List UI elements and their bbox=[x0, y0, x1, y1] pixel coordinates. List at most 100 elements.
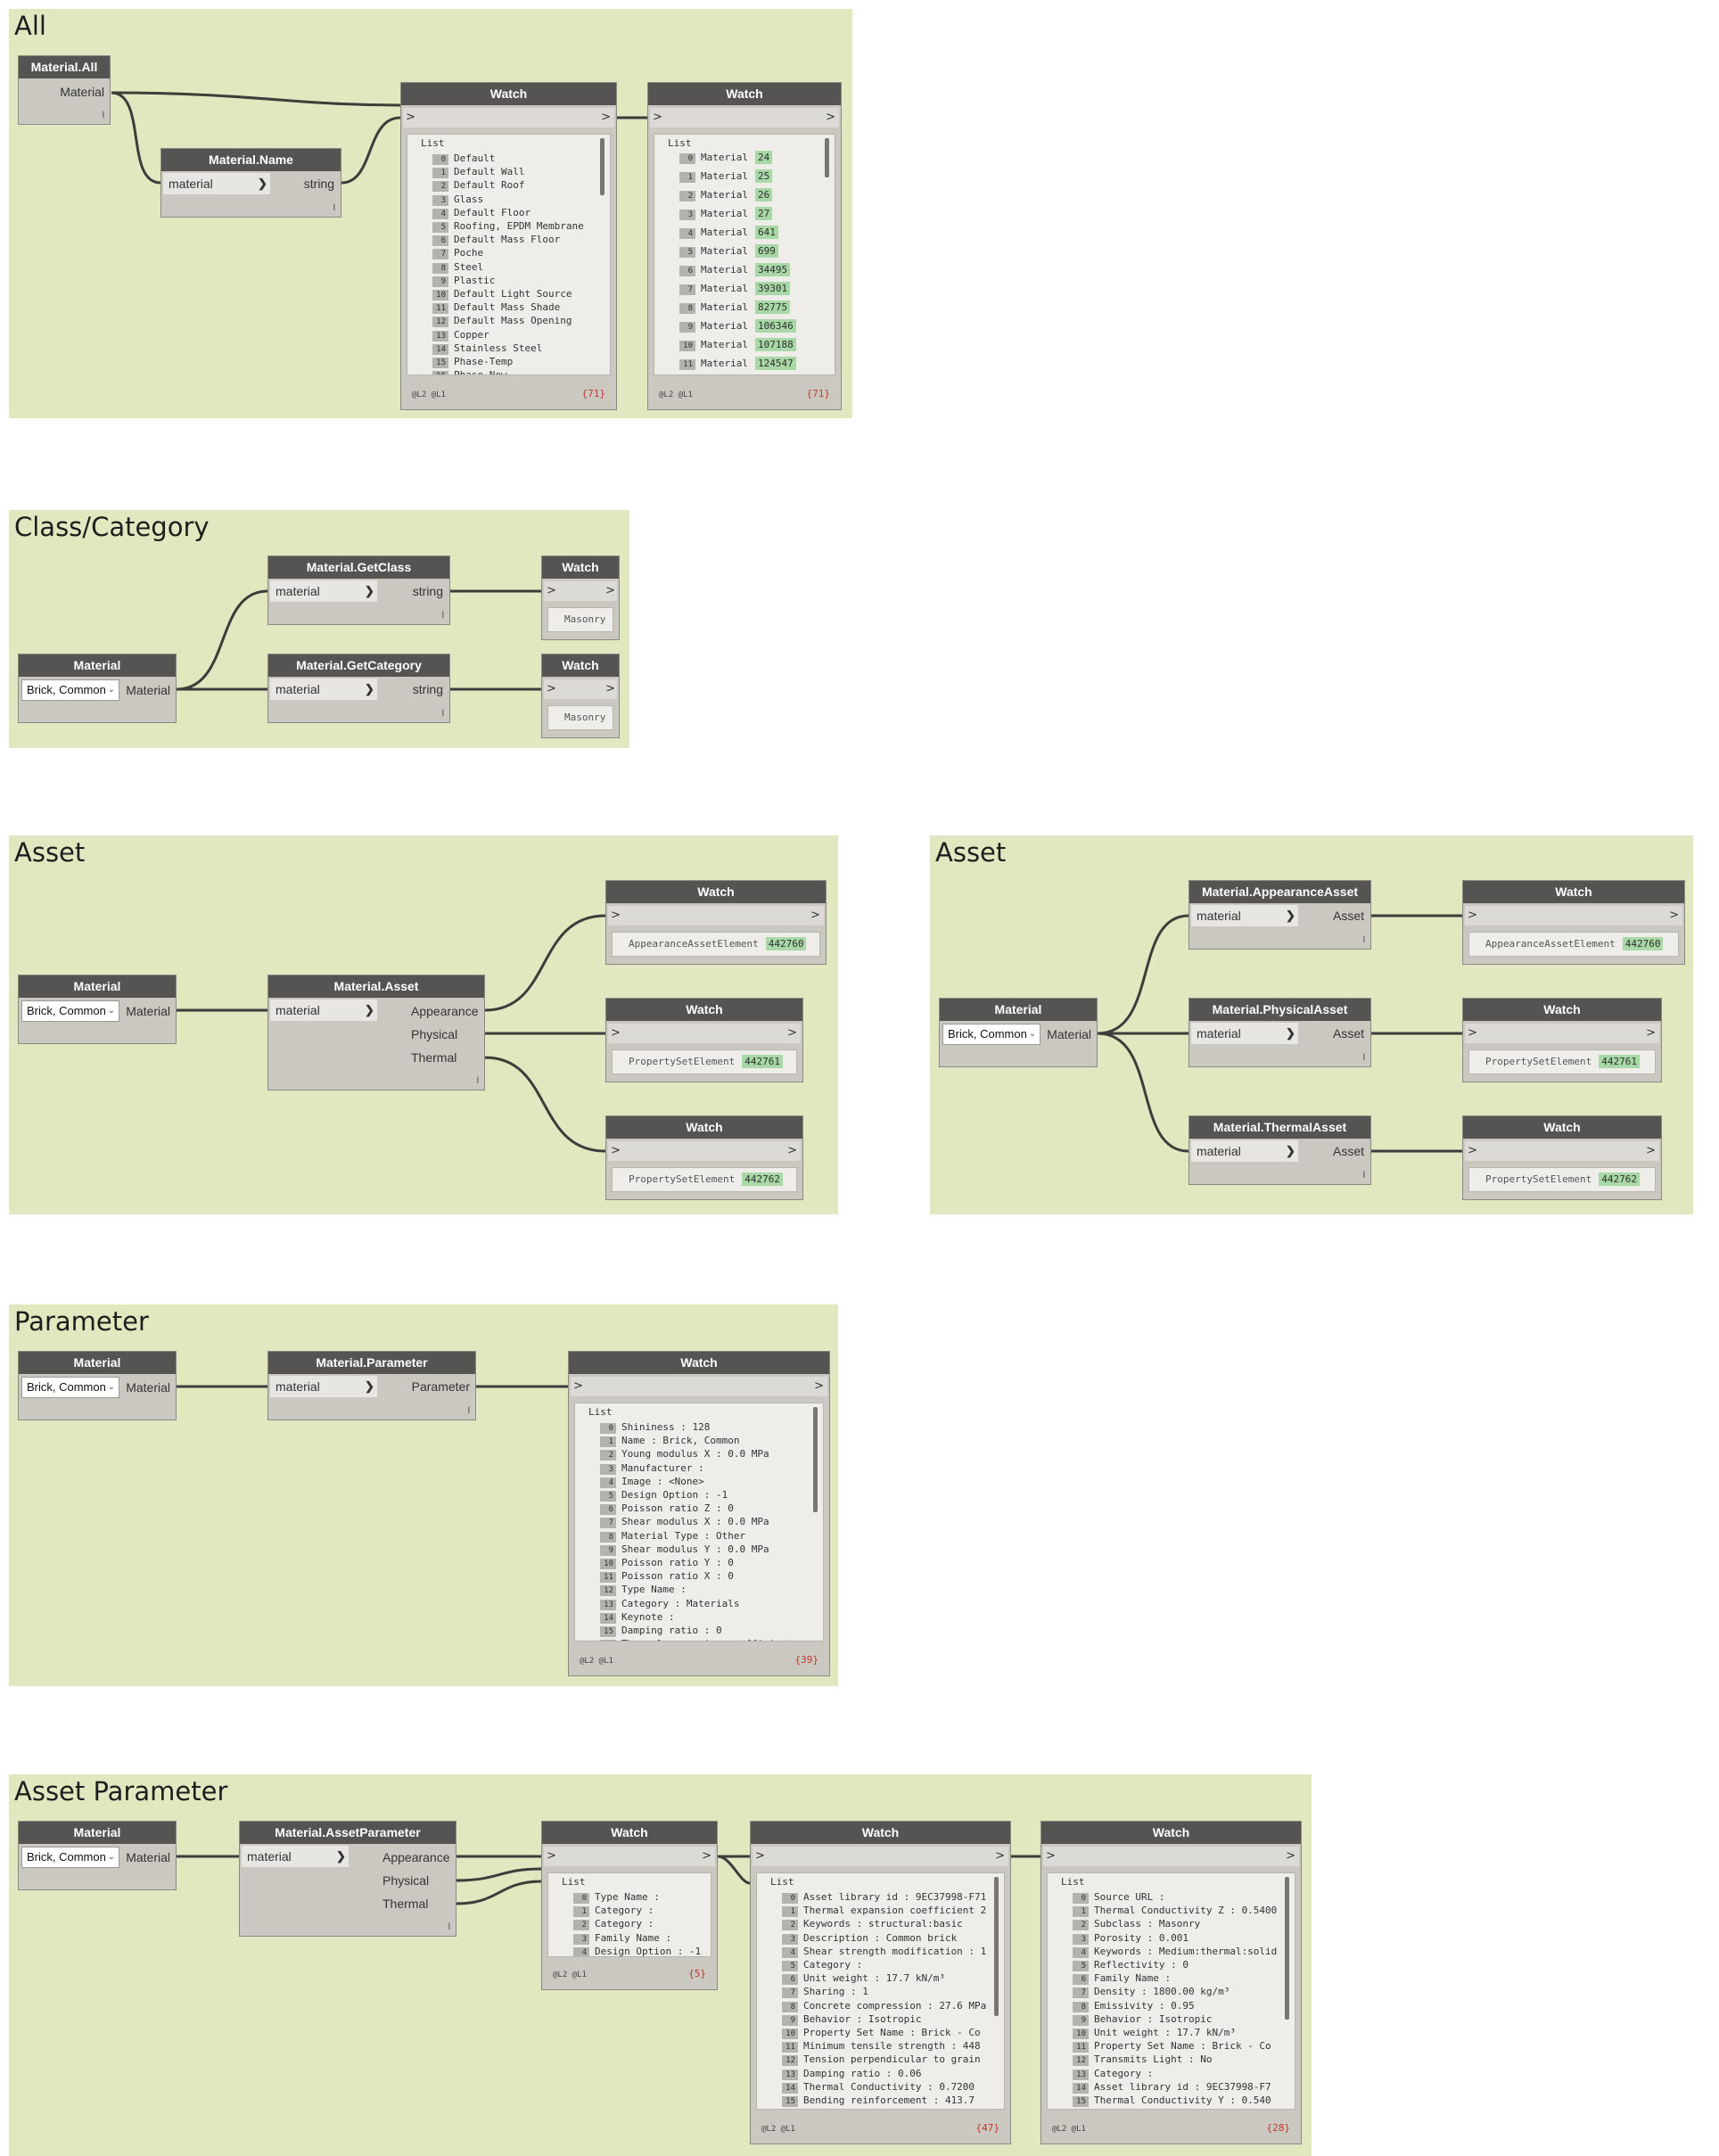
element-id-badge[interactable]: 82775 bbox=[754, 300, 791, 314]
material-dropdown[interactable]: Brick, Common ⌄ bbox=[21, 1377, 119, 1398]
output-port-appearance[interactable]: Appearance bbox=[382, 1850, 450, 1864]
material-all-node[interactable]: Material.All Material l bbox=[18, 55, 111, 125]
output-port-material[interactable]: Material bbox=[126, 1004, 170, 1018]
material-asset-node[interactable]: Material.Asset material ❯ Appearance Phy… bbox=[267, 975, 485, 1090]
output-port-asset[interactable]: Asset bbox=[1332, 1026, 1364, 1041]
output-port-arrow[interactable]: > bbox=[787, 1144, 797, 1157]
output-port-arrow[interactable]: > bbox=[810, 909, 820, 922]
output-port-asset[interactable]: Asset bbox=[1332, 909, 1364, 923]
output-port-string[interactable]: string bbox=[412, 682, 443, 696]
input-port-material[interactable]: material bbox=[270, 679, 377, 700]
output-port-parameter[interactable]: Parameter bbox=[411, 1379, 470, 1394]
input-port-material[interactable]: material bbox=[1191, 905, 1298, 926]
output-port-arrow[interactable]: > bbox=[814, 1379, 824, 1393]
element-id-badge[interactable]: 106346 bbox=[754, 319, 796, 333]
list-item[interactable]: 16Lightweight : No bbox=[782, 2107, 898, 2109]
material-node[interactable]: Material Brick, Common ⌄ Material bbox=[18, 1821, 177, 1890]
element-id-badge[interactable]: 442761 bbox=[1599, 1055, 1640, 1068]
scrollbar-thumb[interactable] bbox=[813, 1407, 818, 1512]
element-id-badge[interactable]: 27 bbox=[754, 207, 773, 220]
element-id-badge[interactable]: 107188 bbox=[754, 338, 796, 351]
scrollbar-thumb[interactable] bbox=[825, 138, 829, 177]
input-port-material[interactable]: material bbox=[242, 1846, 349, 1867]
output-port-arrow[interactable]: > bbox=[1286, 1849, 1295, 1863]
element-id-badge[interactable]: 442760 bbox=[1622, 937, 1664, 950]
element-id-badge[interactable]: 699 bbox=[754, 244, 778, 258]
element-id-badge[interactable]: 442762 bbox=[742, 1173, 783, 1186]
input-port-arrow[interactable]: > bbox=[1468, 1144, 1477, 1157]
material-node[interactable]: Material Brick, Common ⌄ Material bbox=[18, 654, 177, 723]
input-port-arrow[interactable]: > bbox=[653, 111, 662, 124]
output-port-material[interactable]: Material bbox=[60, 85, 104, 99]
scrollbar-thumb[interactable] bbox=[994, 1877, 999, 2016]
material-getclass-node[interactable]: Material.GetClass material ❯ string l bbox=[267, 555, 450, 625]
input-port-arrow[interactable]: > bbox=[1046, 1849, 1056, 1863]
input-port-material[interactable]: material bbox=[270, 1000, 377, 1021]
input-port-material[interactable]: material bbox=[270, 1376, 377, 1397]
output-port-arrow[interactable]: > bbox=[605, 682, 615, 695]
input-port-material[interactable]: material bbox=[163, 173, 270, 194]
input-port-arrow[interactable]: > bbox=[611, 1026, 621, 1040]
output-port-thermal[interactable]: Thermal bbox=[411, 1050, 457, 1065]
input-port-arrow[interactable]: > bbox=[547, 682, 556, 695]
input-port-arrow[interactable]: > bbox=[547, 1849, 556, 1863]
input-port-arrow[interactable]: > bbox=[755, 1849, 765, 1863]
element-id-badge[interactable]: 25 bbox=[754, 169, 773, 183]
list-item[interactable]: 16Type Name : bbox=[1073, 2107, 1159, 2109]
output-port-material[interactable]: Material bbox=[1047, 1027, 1091, 1041]
output-port-arrow[interactable]: > bbox=[702, 1849, 711, 1863]
input-port-material[interactable]: material bbox=[270, 580, 377, 602]
material-dropdown[interactable]: Brick, Common ⌄ bbox=[21, 1000, 119, 1022]
scrollbar-thumb[interactable] bbox=[600, 138, 605, 195]
output-port-arrow[interactable]: > bbox=[1646, 1144, 1656, 1157]
input-port-material[interactable]: material bbox=[1191, 1140, 1298, 1162]
material-dropdown[interactable]: Brick, Common ⌄ bbox=[942, 1024, 1040, 1045]
input-port-arrow[interactable]: > bbox=[1468, 1026, 1477, 1040]
output-port-appearance[interactable]: Appearance bbox=[411, 1004, 479, 1018]
